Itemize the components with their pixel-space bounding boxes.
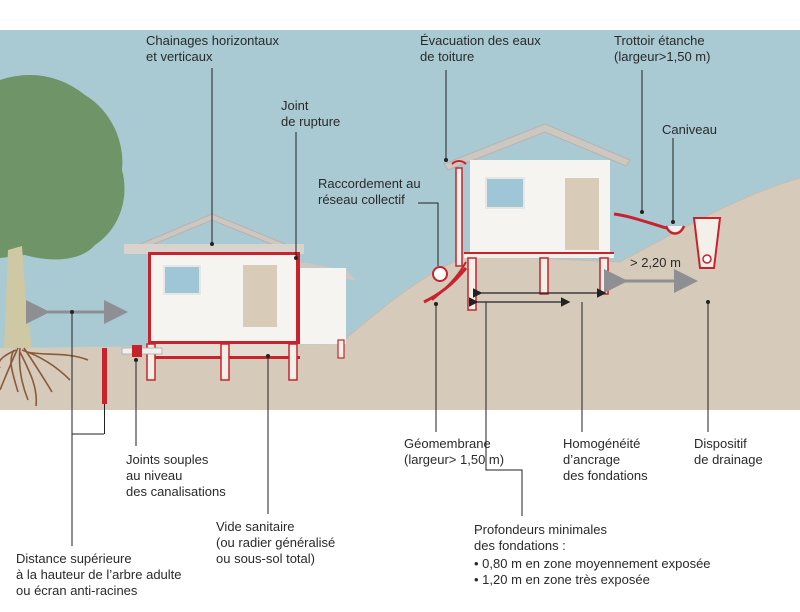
hill-slope: [339, 177, 800, 345]
tree-crown: [0, 75, 125, 260]
label-raccordement: Raccordement au réseau collectif: [318, 176, 421, 207]
label-evacuation: Évacuation des eaux de toiture: [420, 33, 541, 64]
rupture-joint: [296, 252, 300, 344]
left-door: [243, 265, 277, 327]
flexible-joint: [132, 345, 142, 357]
label-distance-220: > 2,20 m: [630, 255, 681, 270]
anti-root-screen: [102, 348, 107, 404]
label-caniveau: Caniveau: [662, 122, 717, 137]
label-profondeur-2: • 1,20 m en zone très exposée: [474, 572, 650, 587]
left-window: [163, 265, 201, 295]
leader-dots: [70, 158, 710, 362]
label-geomembrane: Géomembrane (largeur> 1,50 m): [404, 436, 505, 467]
gutter: [664, 225, 686, 235]
right-door: [565, 178, 599, 250]
label-drainage: Dispositif de drainage: [694, 436, 763, 467]
tree-roots: [0, 347, 89, 407]
label-chainages: Chainages horizontaux et verticaux: [146, 33, 279, 64]
annex-wall: [300, 268, 346, 344]
label-joint-rupture: Joint de rupture: [281, 98, 341, 129]
right-window: [485, 177, 525, 209]
drainage-device: [692, 217, 722, 269]
label-trottoir: Trottoir étanche (largeur>1,50 m): [614, 33, 711, 64]
tree: [0, 75, 125, 407]
label-vide-sanitaire: Vide sanitaire (ou radier généralisé ou …: [216, 519, 336, 566]
label-homogeneite: Homogénéité d’ancrage des fondations: [563, 436, 648, 483]
sewer-connection: [432, 266, 448, 282]
label-profondeurs-title: Profondeurs minimales des fondations :: [474, 522, 607, 553]
label-joints-souples: Joints souples au niveau des canalisatio…: [126, 452, 226, 499]
label-profondeur-1: • 0,80 m en zone moyennement exposée: [474, 556, 711, 571]
downpipe: [455, 167, 463, 267]
tree-trunk: [4, 246, 32, 348]
sidewalk: [613, 212, 667, 230]
right-house: [423, 123, 722, 311]
label-distance-arbre: Distance supérieure à la hauteur de l’ar…: [16, 551, 182, 598]
left-roof-eave: [124, 244, 304, 254]
leader-lines: [71, 68, 709, 546]
right-roof: [443, 123, 631, 171]
left-house: [121, 213, 356, 381]
